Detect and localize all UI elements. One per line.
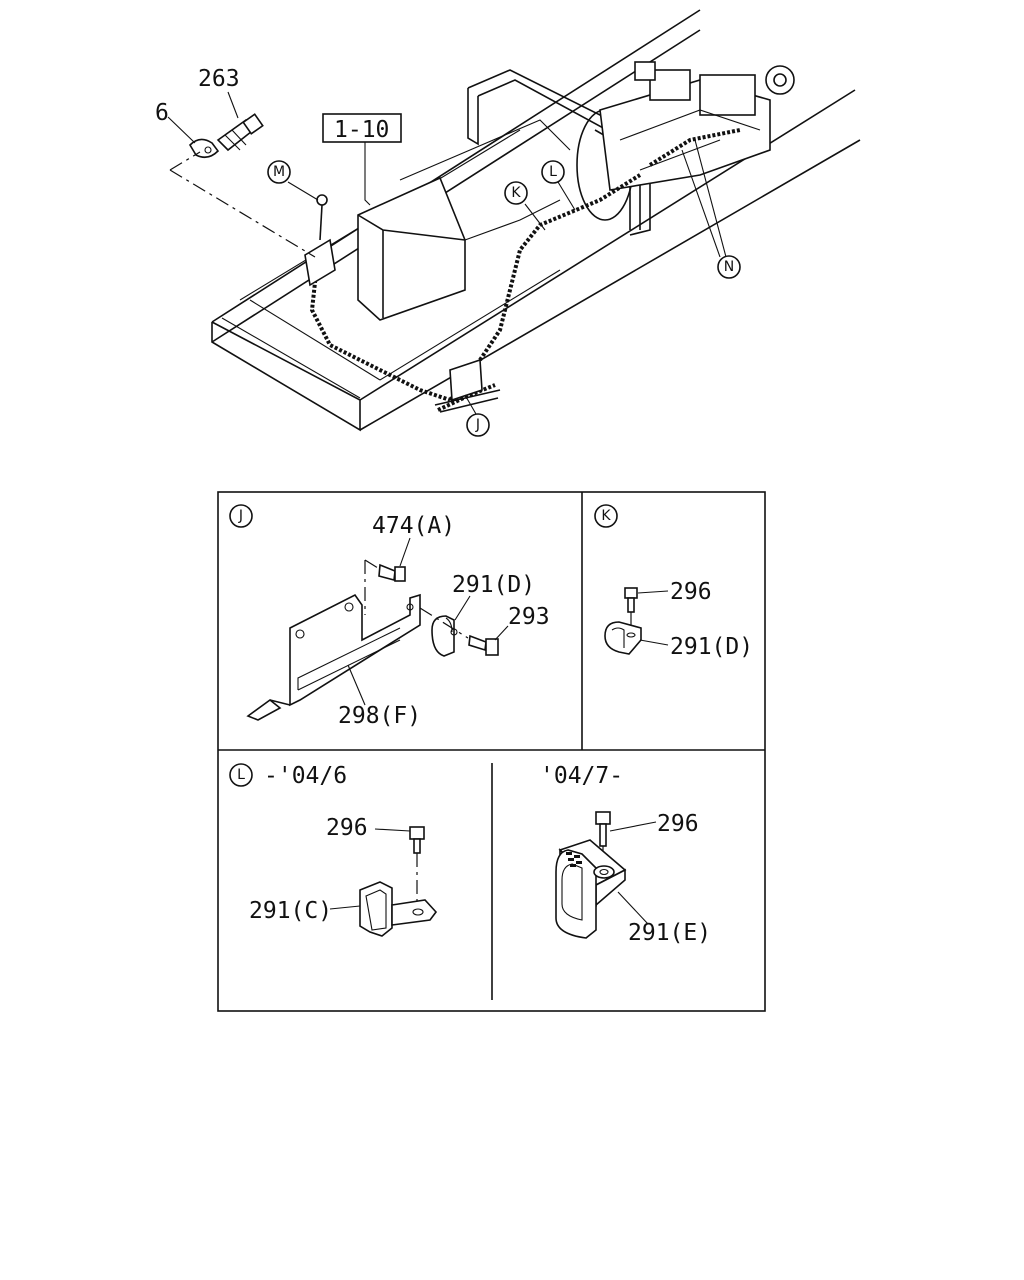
label-291d-j: 291(D)	[452, 572, 535, 598]
bracket-298f	[246, 593, 421, 721]
clip-6	[188, 138, 220, 159]
svg-text:N: N	[724, 259, 734, 275]
detail-l-left: L -'04/6 296 291(C)	[229, 763, 438, 937]
callout-k: K	[504, 181, 528, 205]
screw-293	[419, 607, 499, 656]
bolt-296-l-left	[409, 826, 425, 905]
label-291e: 291(E)	[628, 920, 711, 946]
transmission	[576, 61, 795, 221]
ref-box-label: 1-10	[334, 117, 389, 143]
bolt-296-k	[624, 587, 638, 632]
svg-text:K: K	[511, 185, 521, 201]
connector-263	[216, 113, 264, 152]
label-291c: 291(C)	[249, 898, 332, 924]
detail-j-key: J	[229, 504, 253, 528]
clip-291d-j	[431, 615, 458, 657]
callout-n: N	[717, 255, 741, 279]
bracket-j-small	[434, 358, 501, 413]
svg-text:L: L	[237, 767, 245, 783]
bracket-m	[304, 194, 336, 287]
detail-k-key: K	[594, 504, 618, 528]
label-293: 293	[508, 604, 550, 630]
callout-j: J	[466, 413, 490, 437]
bolt-474a	[364, 559, 406, 615]
tank-box	[357, 119, 571, 321]
label-296-l-left: 296	[326, 815, 368, 841]
period-left: -'04/6	[264, 763, 347, 789]
svg-text:M: M	[273, 164, 285, 180]
clip-291d-k	[604, 621, 642, 655]
frame-rail	[211, 9, 861, 432]
detail-frame	[217, 491, 766, 1012]
svg-text:L: L	[549, 164, 557, 180]
label-296-l-right: 296	[657, 811, 699, 837]
label-291d-k: 291(D)	[670, 634, 753, 660]
detail-j: J	[229, 504, 550, 729]
svg-text:J: J	[238, 508, 243, 524]
label-296-k: 296	[670, 579, 712, 605]
overview-illustration: 263 6 1-10 M K L N J	[155, 9, 861, 437]
label-6: 6	[155, 100, 169, 126]
clip-291c	[359, 881, 438, 937]
svg-text:K: K	[601, 508, 611, 524]
svg-text:J: J	[475, 417, 480, 433]
detail-panels: J	[217, 491, 766, 1012]
label-298f: 298(F)	[338, 703, 421, 729]
ref-box	[322, 113, 402, 143]
detail-k: K 296 291(D)	[594, 504, 753, 660]
detail-l-key: L	[229, 763, 253, 787]
detail-l-right: '04/7-	[540, 763, 711, 946]
label-474a: 474(A)	[372, 513, 455, 539]
callout-m: M	[267, 160, 291, 184]
label-263: 263	[198, 66, 240, 92]
period-right: '04/7-	[540, 763, 623, 789]
leader-lines	[167, 91, 727, 415]
callout-l: L	[541, 160, 565, 184]
clip-291e	[555, 839, 627, 939]
